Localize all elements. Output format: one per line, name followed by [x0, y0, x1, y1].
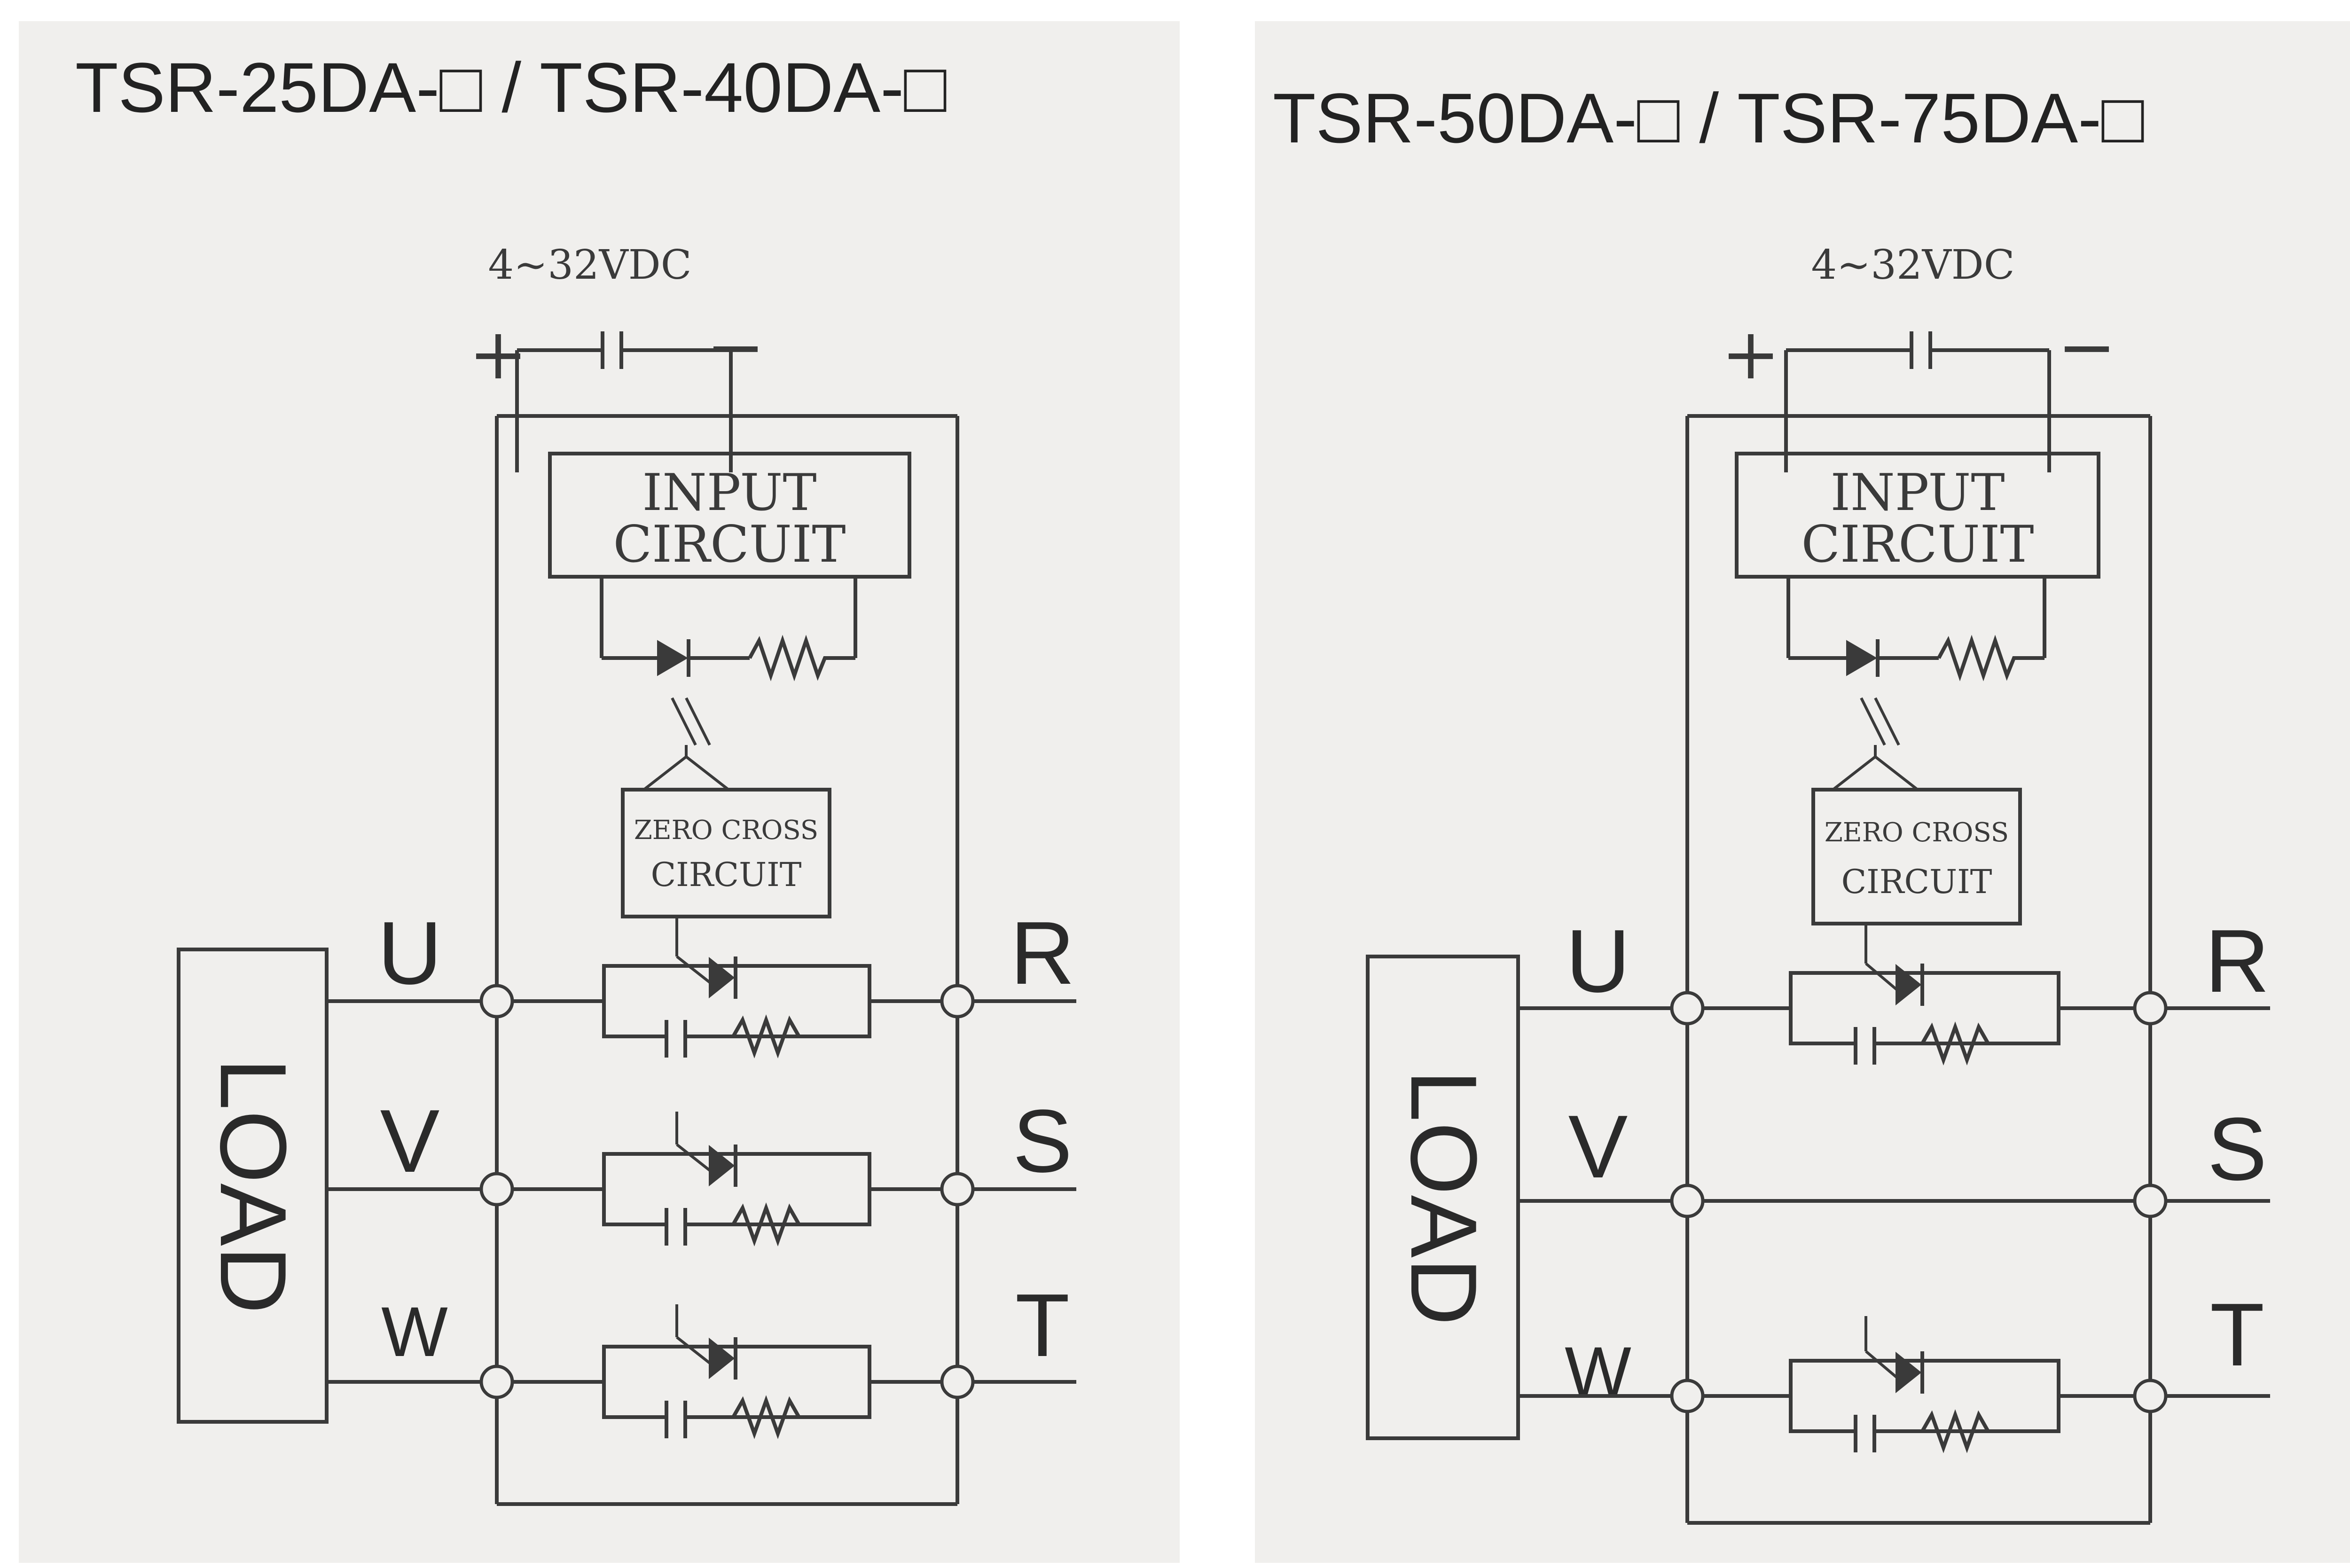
positive-terminal-label: + [1721, 314, 1780, 395]
input-circuit-label-line2: CIRCUIT [1802, 515, 2034, 574]
zero-cross-label-line1: ZERO CROSS [1825, 817, 2009, 848]
load-label: LOAD [201, 1058, 306, 1314]
outer-frame-wires [495, 414, 959, 1506]
input-circuit-label-line1: INPUT [642, 463, 817, 522]
triac-snubber-v [602, 1112, 871, 1247]
terminal-s-label: S [1013, 1091, 1073, 1191]
zero-cross-label-line2: CIRCUIT [1841, 862, 1992, 901]
dc-supply-capacitor-symbol [1784, 331, 2051, 472]
terminal-u-label: U [377, 903, 442, 1003]
supply-voltage-label: 4~32VDC [1811, 242, 2014, 289]
input-circuit-label-line1: INPUT [1831, 463, 2005, 522]
input-circuit-box [548, 452, 911, 579]
load-box [1366, 955, 1520, 1440]
junction-nodes [479, 984, 975, 1399]
supply-voltage-label: 4~32VDC [488, 242, 691, 289]
diagram-title: TSR-50DA-□ / TSR-75DA-□ [1273, 78, 2144, 157]
terminal-v-label: V [380, 1091, 440, 1191]
zero-cross-label-line2: CIRCUIT [651, 855, 802, 894]
diagram-panel-left: TSR-25DA-□ / TSR-40DA-□ 4~32VDC + − INPU… [19, 21, 1180, 1563]
terminal-t-label: T [1015, 1276, 1070, 1375]
negative-terminal-label: − [706, 306, 765, 388]
terminal-t-label: T [2210, 1285, 2264, 1385]
led-resistor-loop [1786, 577, 2046, 682]
triac-snubber-w [1789, 1316, 2060, 1453]
diagram-title: TSR-25DA-□ / TSR-40DA-□ [75, 48, 947, 127]
optocoupler-light-arrows [1832, 697, 1919, 791]
diagram-panel-right: TSR-50DA-□ / TSR-75DA-□ 4~32VDC + − INPU… [1255, 21, 2350, 1563]
terminal-w-label: W [381, 1292, 448, 1371]
terminal-w-label: W [1565, 1332, 1631, 1411]
terminal-r-label: R [2205, 911, 2269, 1011]
input-circuit-label-line2: CIRCUIT [613, 515, 846, 574]
zero-cross-label-line1: ZERO CROSS [634, 815, 818, 846]
junction-nodes [1670, 991, 2168, 1413]
wiring-diagram: 4~32VDC + − INPUT CIRCUIT [1366, 242, 2270, 1525]
input-circuit-box [1735, 452, 2100, 579]
terminal-v-label: V [1568, 1097, 1628, 1197]
terminal-u-label: U [1566, 911, 1630, 1011]
optocoupler-light-arrows [643, 697, 729, 791]
outer-frame-wires [1685, 414, 2152, 1525]
load-box [177, 948, 329, 1424]
terminal-r-label: R [1010, 903, 1074, 1003]
load-label: LOAD [1391, 1070, 1496, 1326]
negative-terminal-label: − [2057, 306, 2116, 388]
triac-snubber-w [602, 1304, 871, 1439]
terminal-s-label: S [2208, 1099, 2267, 1199]
zero-cross-circuit-box [1811, 788, 2022, 925]
wiring-diagram: 4~32VDC + − INPUT CIRCUIT [177, 242, 1076, 1506]
zero-cross-circuit-box [621, 788, 831, 918]
dc-supply-capacitor-symbol [515, 331, 733, 472]
led-resistor-loop [600, 577, 857, 682]
triac-snubber-u [1789, 962, 2060, 1066]
triac-snubber-u [602, 955, 871, 1058]
